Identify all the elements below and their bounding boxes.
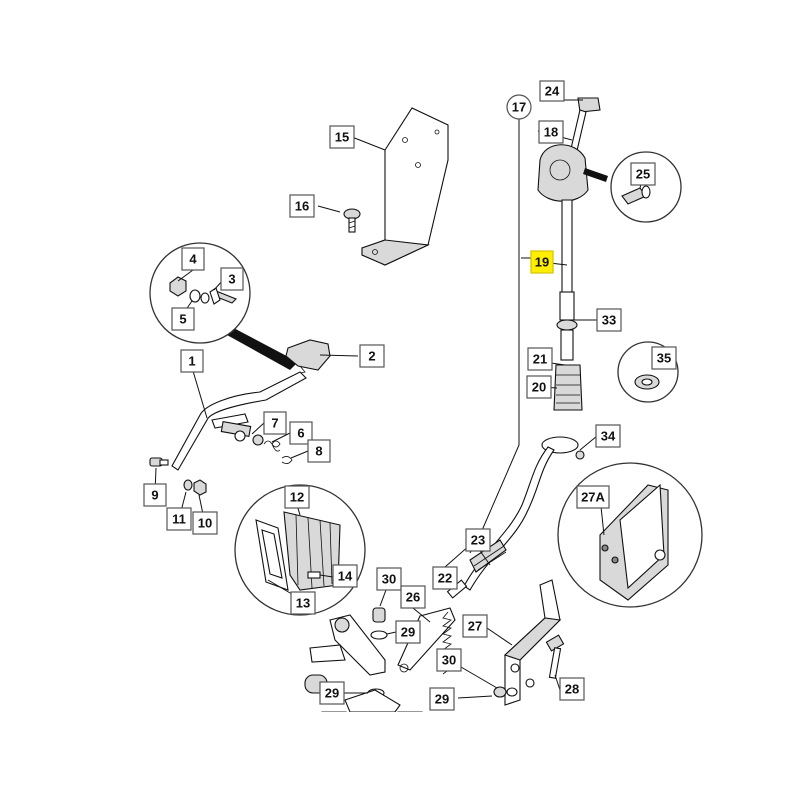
- label-14[interactable]: 14: [332, 564, 358, 588]
- linkage-assembly: [304, 614, 401, 713]
- nut-washer-10-11: [183, 479, 207, 496]
- label-3-text: 3: [228, 272, 235, 287]
- label-27[interactable]: 27: [462, 614, 488, 638]
- label-15-text: 15: [335, 130, 349, 145]
- label-5-text: 5: [179, 312, 186, 327]
- label-30-upper-text: 30: [382, 572, 396, 587]
- bracket-part-15: [361, 107, 449, 266]
- label-8[interactable]: 8: [307, 439, 331, 463]
- label-7[interactable]: 7: [263, 411, 287, 435]
- label-18-text: 18: [544, 125, 558, 140]
- label-7-text: 7: [271, 416, 278, 431]
- bracket-part-27: [503, 579, 562, 706]
- pedal-arm-part-1: [171, 371, 307, 471]
- label-1-text: 1: [188, 354, 195, 369]
- label-9-text: 9: [151, 488, 158, 503]
- label-27a[interactable]: 27A: [576, 485, 610, 509]
- label-12[interactable]: 12: [284, 485, 310, 509]
- label-30-lower[interactable]: 30: [436, 648, 462, 672]
- label-30-upper[interactable]: 30: [376, 567, 402, 591]
- label-20[interactable]: 20: [526, 375, 552, 399]
- label-18[interactable]: 18: [538, 120, 564, 144]
- label-25[interactable]: 25: [630, 162, 656, 186]
- label-19[interactable]: 19: [530, 250, 554, 274]
- throttle-lever-assembly: [537, 97, 608, 293]
- label-22[interactable]: 22: [432, 566, 458, 590]
- label-27-text: 27: [468, 619, 482, 634]
- label-23[interactable]: 23: [465, 528, 491, 552]
- label-19-text: 19: [535, 255, 549, 270]
- label-9[interactable]: 9: [143, 483, 167, 507]
- label-28[interactable]: 28: [559, 677, 585, 701]
- label-23-text: 23: [471, 533, 485, 548]
- label-1[interactable]: 1: [180, 349, 204, 373]
- label-14-text: 14: [338, 569, 353, 584]
- label-12-text: 12: [290, 490, 304, 505]
- bottom-mask: [0, 712, 800, 800]
- screw-part-16: [343, 208, 361, 233]
- bolt-part-28: [545, 634, 565, 679]
- label-29-upper-text: 29: [401, 625, 415, 640]
- label-17[interactable]: 17: [506, 94, 532, 120]
- label-35-text: 35: [657, 351, 671, 366]
- label-13[interactable]: 13: [290, 591, 316, 615]
- label-21[interactable]: 21: [527, 347, 553, 371]
- pedal-pad-part-2: [285, 339, 331, 375]
- label-20-text: 20: [532, 380, 546, 395]
- label-22-text: 22: [438, 571, 452, 586]
- label-30-lower-text: 30: [442, 653, 456, 668]
- label-26[interactable]: 26: [400, 585, 426, 609]
- label-34[interactable]: 34: [595, 424, 621, 448]
- label-8-text: 8: [315, 444, 322, 459]
- label-5[interactable]: 5: [171, 307, 195, 331]
- label-28-text: 28: [565, 682, 579, 697]
- label-35[interactable]: 35: [651, 346, 677, 370]
- label-13-text: 13: [296, 596, 310, 611]
- label-21-text: 21: [533, 352, 547, 367]
- label-16[interactable]: 16: [289, 194, 315, 218]
- detail-callout-screw-25: [610, 151, 682, 223]
- label-34-text: 34: [601, 429, 616, 444]
- label-29-right[interactable]: 29: [429, 687, 455, 711]
- fitting-part-9: [149, 457, 169, 467]
- label-16-text: 16: [295, 199, 309, 214]
- cable-fittings-33-21-20: [553, 291, 583, 411]
- label-10-text: 10: [198, 516, 212, 531]
- label-6[interactable]: 6: [289, 421, 313, 445]
- label-3[interactable]: 3: [220, 267, 244, 291]
- label-2-text: 2: [368, 349, 375, 364]
- label-17-text: 17: [512, 100, 526, 115]
- label-24[interactable]: 24: [539, 80, 565, 102]
- label-25-text: 25: [636, 167, 650, 182]
- label-11[interactable]: 11: [166, 507, 192, 531]
- label-24-text: 24: [545, 84, 560, 99]
- label-26-text: 26: [406, 590, 420, 605]
- label-27a-text: 27A: [581, 490, 605, 505]
- label-33-text: 33: [602, 313, 616, 328]
- label-29-left[interactable]: 29: [319, 681, 345, 705]
- detail-callout-bolt: [149, 242, 298, 370]
- spring-parts-6-7-8: [252, 434, 293, 464]
- label-10[interactable]: 10: [192, 511, 218, 535]
- label-4[interactable]: 4: [181, 247, 205, 271]
- label-33[interactable]: 33: [596, 308, 622, 332]
- detail-callout-bracket-27a: [557, 462, 703, 608]
- label-11-text: 11: [172, 512, 186, 527]
- label-29-upper[interactable]: 29: [395, 620, 421, 644]
- label-15[interactable]: 15: [329, 125, 355, 149]
- label-29-right-text: 29: [435, 692, 449, 707]
- label-4-text: 4: [189, 252, 197, 267]
- label-29-left-text: 29: [325, 686, 339, 701]
- label-6-text: 6: [297, 426, 304, 441]
- label-2[interactable]: 2: [359, 344, 385, 368]
